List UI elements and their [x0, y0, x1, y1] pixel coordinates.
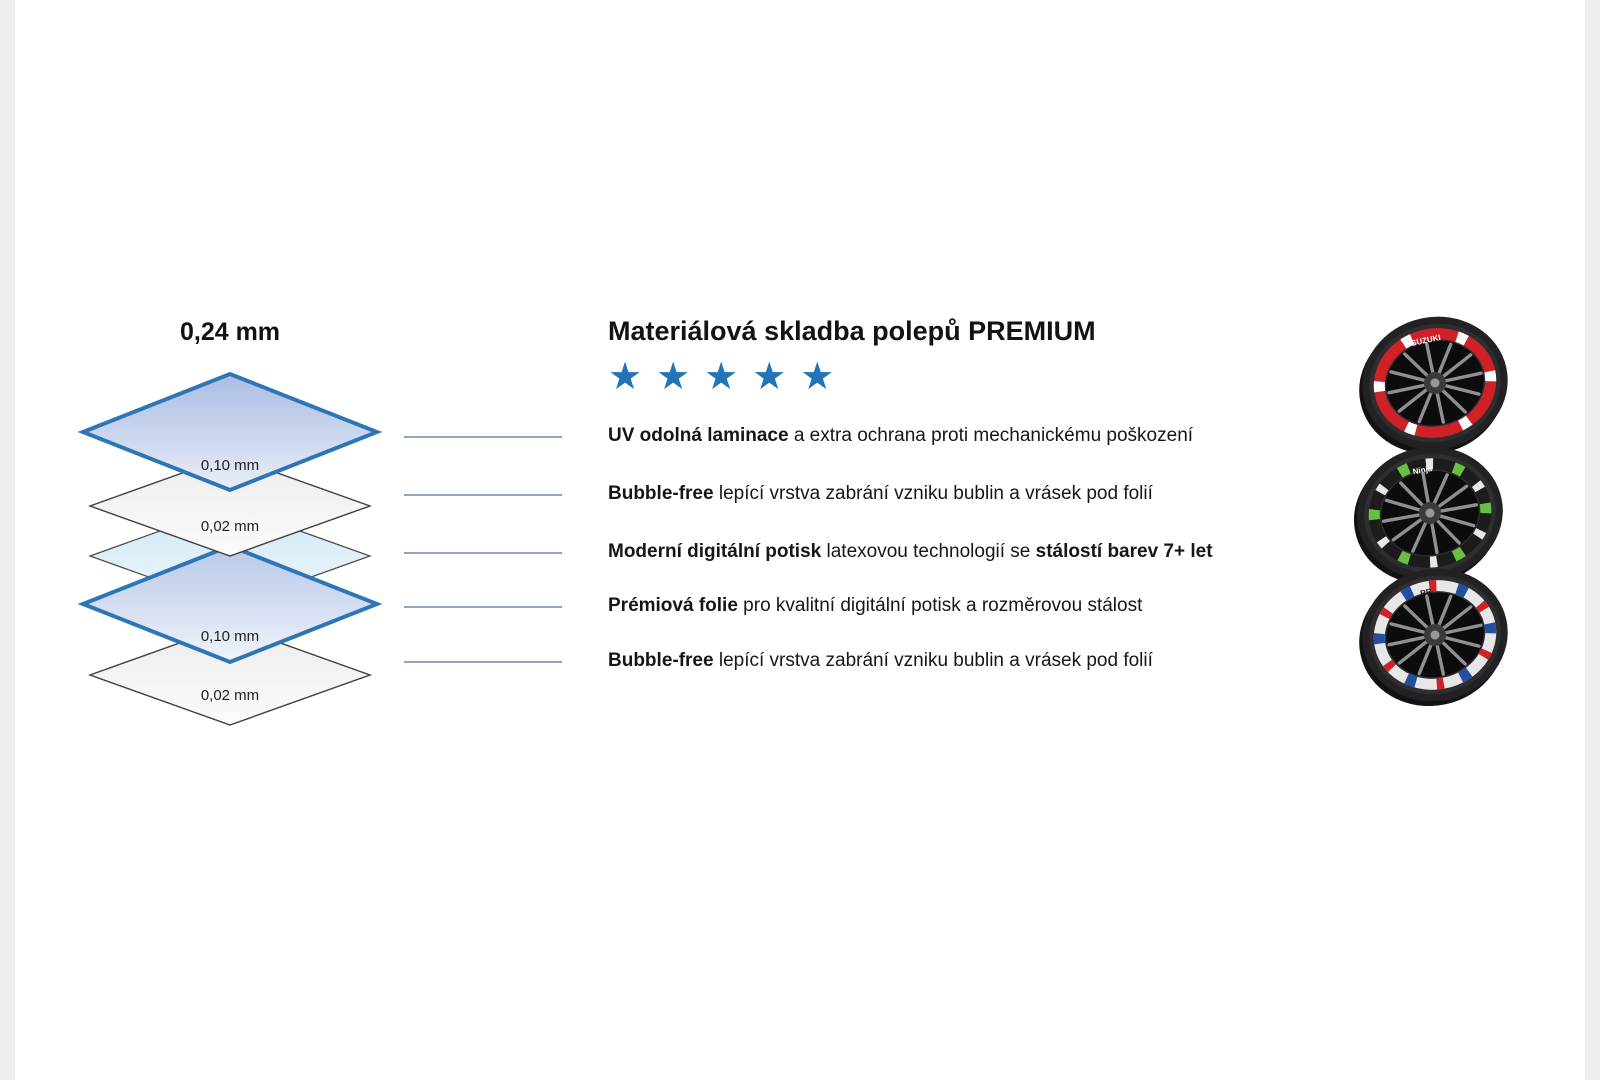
layer-thickness-label: 0,02 mm [201, 687, 259, 704]
feature-text: lepící vrstva zabrání vzniku bublin a vr… [713, 650, 1153, 671]
feature-text: a extra ochrana proti mechanickému poško… [788, 425, 1194, 446]
feature-bold-text: UV odolná laminace [608, 425, 789, 446]
feature-bold-text: Prémiová folie [608, 595, 738, 616]
leader-line [404, 436, 562, 438]
feature-line-premium-foil: Prémiová folie pro kvalitní digitální po… [608, 594, 1142, 618]
leader-line [404, 661, 562, 663]
feature-text: lepící vrstva zabrání vzniku bublin a vr… [713, 483, 1153, 504]
feature-bold-text: Bubble-free [608, 650, 714, 671]
left-edge-bar [0, 0, 15, 1080]
layer-premium-foil [77, 543, 383, 665]
layer-thickness-label: 0,10 mm [201, 457, 259, 474]
feature-bold-text: Bubble-free [608, 483, 714, 504]
layer-uv-laminate [77, 371, 383, 493]
feature-text: pro kvalitní digitální potisk a rozměrov… [737, 595, 1143, 616]
feature-line-uv-laminate: UV odolná laminace a extra ochrana proti… [608, 424, 1193, 448]
layer-thickness-label: 0,02 mm [201, 518, 259, 535]
suzuki-hayabusa-wheel: SUZUKI [1359, 316, 1508, 455]
total-thickness-label: 0,24 mm [179, 318, 281, 346]
feature-bold-text: Moderní digitální potisk [608, 541, 822, 562]
feature-bold-text: stálostí barev 7+ let [1035, 541, 1213, 562]
feature-line-bubble-free-top: Bubble-free lepící vrstva zabrání vzniku… [608, 482, 1153, 506]
rim-stripe [1373, 328, 1497, 438]
leader-line [404, 494, 562, 496]
feature-line-bubble-free-bottom: Bubble-free lepící vrstva zabrání vzniku… [608, 649, 1153, 673]
leader-line [404, 552, 562, 554]
five-star-rating: ★★★★★ [608, 354, 849, 398]
feature-text: latexovou technologií se [821, 541, 1036, 562]
rim-brand-label: RR [1419, 587, 1432, 598]
rim-stripe [1373, 580, 1497, 690]
layer-stack-diagram: 0,10 mm 0,02 mm 0,10 mm 0,02 mm [77, 371, 383, 726]
bmw-rr-wheel: RR [1359, 568, 1508, 707]
leader-line [404, 606, 562, 608]
rim-brand-label: Ninja [1412, 464, 1433, 476]
feature-line-digital-print: Moderní digitální potisk latexovou techn… [608, 540, 1213, 564]
kawasaki-ninja-wheel: Ninja [1353, 446, 1503, 584]
section-title: Materiálová skladba polepů PREMIUM [608, 316, 1096, 346]
right-edge-bar [1585, 0, 1600, 1080]
layer-thickness-label: 0,10 mm [201, 628, 259, 645]
rim-stripe-accent [1368, 458, 1492, 568]
